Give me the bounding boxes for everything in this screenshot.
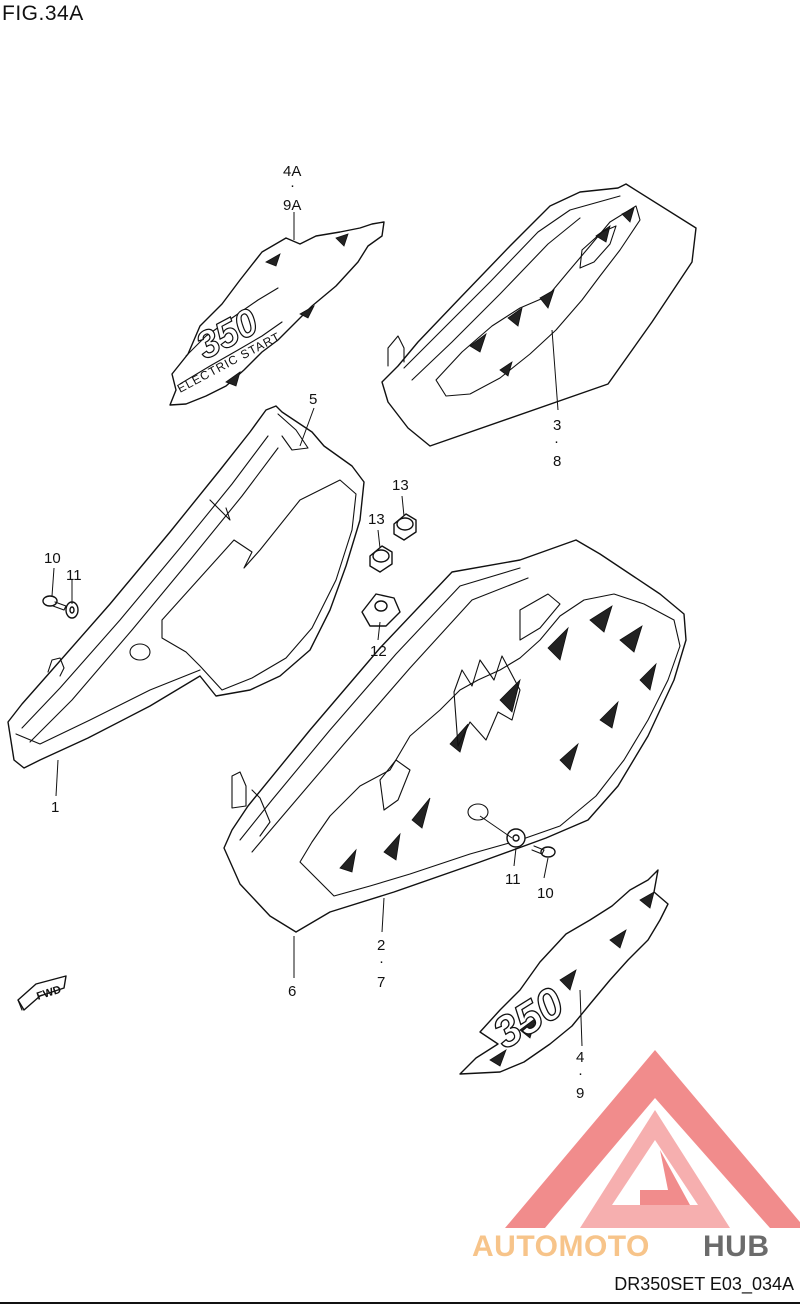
grommet-13-lower [369,545,393,573]
watermark-text: AUTOMOTO HUB [472,1230,770,1263]
side-cover-upper-right [381,183,697,447]
forward-arrow-icon: FWD [17,975,67,1011]
callout-7: 7 [377,974,385,991]
cushion-12 [361,593,401,627]
washer-11-left [65,601,79,619]
callout-13-lower: 13 [368,511,385,528]
bottom-decal-350: 350 [459,869,669,1075]
callout-11-left: 11 [66,567,82,584]
callout-1: 1 [51,799,59,816]
callout-4: 4 [576,1049,584,1066]
side-cover-left [7,405,365,769]
watermark-text-a: AUTOMOTO [472,1230,650,1263]
callout-10-left: 10 [44,550,61,567]
side-cover-lower [223,539,687,933]
callout-4a: 4A [283,163,301,180]
watermark-text-b: HUB [703,1230,770,1263]
callout-10-right: 10 [537,885,554,902]
callout-6: 6 [288,983,296,1000]
callouts: 4A · 9A 5 3 · 8 13 13 12 10 11 1 11 10 2… [44,163,584,1102]
callout-3: 3 [553,417,561,434]
callout-11-right: 11 [505,871,521,888]
drawing-code: DR350SET E03_034A [614,1274,794,1294]
svg-text:·: · [379,953,384,970]
svg-text:·: · [290,177,295,194]
svg-text:·: · [554,433,559,450]
callout-5: 5 [309,391,317,408]
top-decal-electric-start: ELECTRIC START 350 [169,221,385,406]
bottom-border [0,1302,800,1304]
leader-lines [51,212,583,1047]
svg-text:·: · [578,1065,583,1082]
grommet-13-upper [393,513,417,541]
watermark-logo [505,1050,800,1228]
callout-9a: 9A [283,197,301,214]
callout-8: 8 [553,453,561,470]
figure-title: FIG.34A [2,2,84,25]
callout-12: 12 [370,643,387,660]
callout-13-upper: 13 [392,477,409,494]
bolt-10-left [42,595,67,611]
bolt-10-right [531,845,556,858]
callout-9: 9 [576,1085,584,1102]
callout-2: 2 [377,937,385,954]
washer-11-right [506,828,526,848]
